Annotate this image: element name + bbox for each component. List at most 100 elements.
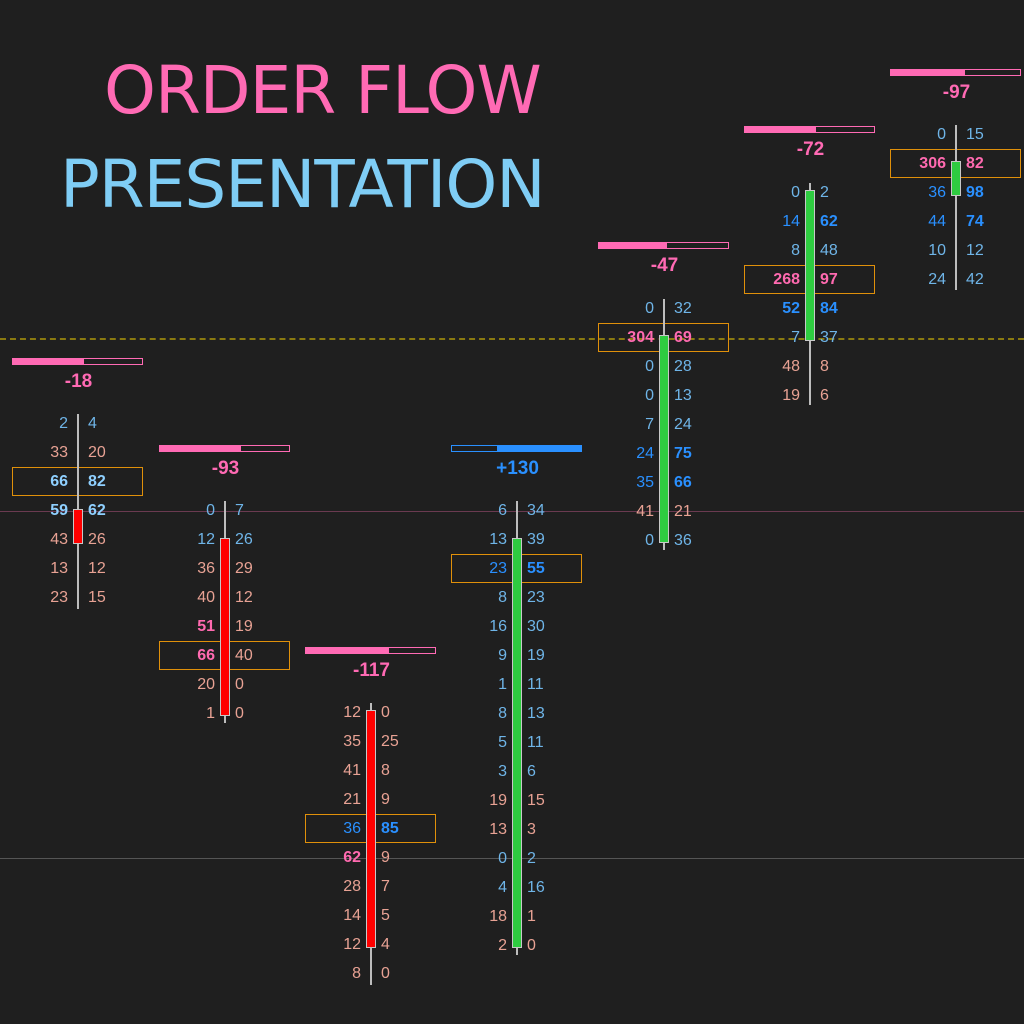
bid-volume: 14 (343, 907, 361, 924)
bid-volume: 0 (645, 387, 654, 404)
bid-volume: 268 (773, 271, 800, 288)
bid-volume: 6 (498, 502, 507, 519)
ask-volume: 9 (381, 849, 390, 866)
ask-volume: 0 (235, 676, 244, 693)
bid-volume: 8 (498, 705, 507, 722)
ask-volume: 12 (966, 242, 984, 259)
ask-volume: 15 (527, 792, 545, 809)
delta-bar-fill (306, 648, 389, 653)
ask-volume: 98 (966, 184, 984, 201)
title-line-2: PRESENTATION (60, 146, 546, 223)
bid-volume: 7 (791, 329, 800, 346)
bid-volume: 48 (782, 358, 800, 375)
ask-volume: 82 (966, 155, 984, 172)
bid-volume: 13 (50, 560, 68, 577)
ask-volume: 48 (820, 242, 838, 259)
bid-volume: 62 (343, 849, 361, 866)
delta-bar (12, 358, 143, 365)
bid-volume: 21 (343, 791, 361, 808)
ask-volume: 12 (235, 589, 253, 606)
bid-volume: 59 (50, 502, 68, 519)
ask-volume: 24 (674, 416, 692, 433)
ask-volume: 9 (381, 791, 390, 808)
bid-volume: 9 (498, 647, 507, 664)
ask-volume: 7 (235, 502, 244, 519)
bid-volume: 8 (352, 965, 361, 982)
ask-volume: 3 (527, 821, 536, 838)
bid-volume: 33 (50, 444, 68, 461)
bid-volume: 0 (645, 300, 654, 317)
bid-volume: 4 (498, 879, 507, 896)
bid-volume: 0 (206, 502, 215, 519)
candle-body (951, 161, 961, 196)
bid-volume: 0 (937, 126, 946, 143)
bid-volume: 14 (782, 213, 800, 230)
delta-label: -72 (796, 139, 825, 160)
delta-bar-fill (497, 446, 581, 451)
bid-volume: 19 (782, 387, 800, 404)
bid-volume: 35 (343, 733, 361, 750)
delta-label: +130 (496, 458, 539, 479)
ask-volume: 34 (527, 502, 545, 519)
bid-volume: 8 (791, 242, 800, 259)
ask-volume: 19 (235, 618, 253, 635)
delta-bar (744, 126, 875, 133)
delta-label: -47 (650, 255, 679, 276)
bid-volume: 2 (59, 415, 68, 432)
bid-volume: 12 (343, 936, 361, 953)
bid-volume: 52 (782, 300, 800, 317)
ask-volume: 30 (527, 618, 545, 635)
ask-volume: 15 (88, 589, 106, 606)
ask-volume: 1 (527, 908, 536, 925)
delta-label: -97 (942, 82, 971, 103)
candle-body (73, 509, 83, 544)
candle-body (805, 190, 815, 341)
bid-volume: 36 (343, 820, 361, 837)
bid-volume: 5 (498, 734, 507, 751)
bid-volume: 19 (489, 792, 507, 809)
bid-volume: 12 (197, 531, 215, 548)
delta-bar-fill (160, 446, 242, 451)
ask-volume: 42 (966, 271, 984, 288)
bid-volume: 1 (206, 705, 215, 722)
ask-volume: 69 (674, 329, 692, 346)
ask-volume: 21 (674, 503, 692, 520)
ask-volume: 5 (381, 907, 390, 924)
bid-volume: 13 (489, 821, 507, 838)
bid-volume: 66 (50, 473, 68, 490)
candle-body (366, 710, 376, 948)
bid-volume: 28 (343, 878, 361, 895)
ask-volume: 11 (527, 676, 544, 693)
ask-volume: 4 (381, 936, 390, 953)
delta-bar-fill (599, 243, 668, 248)
bid-volume: 306 (919, 155, 946, 172)
bid-volume: 23 (489, 560, 507, 577)
bid-volume: 24 (636, 445, 654, 462)
delta-bar (159, 445, 290, 452)
ask-volume: 75 (674, 445, 692, 462)
ask-volume: 26 (88, 531, 106, 548)
ask-volume: 74 (966, 213, 984, 230)
candle-body (512, 538, 522, 948)
ask-volume: 16 (527, 879, 545, 896)
bid-volume: 8 (498, 589, 507, 606)
ask-volume: 62 (820, 213, 838, 230)
ask-volume: 25 (381, 733, 399, 750)
ask-volume: 12 (88, 560, 106, 577)
ask-volume: 8 (820, 358, 829, 375)
ask-volume: 85 (381, 820, 399, 837)
candle-body (659, 335, 669, 543)
delta-bar (305, 647, 436, 654)
price-line-solid (0, 511, 1024, 512)
ask-volume: 62 (88, 502, 106, 519)
ask-volume: 2 (527, 850, 536, 867)
bid-volume: 36 (928, 184, 946, 201)
candle-body (220, 538, 230, 716)
bid-volume: 66 (197, 647, 215, 664)
delta-label: -93 (211, 458, 240, 479)
ask-volume: 39 (527, 531, 545, 548)
ask-volume: 66 (674, 474, 692, 491)
bid-volume: 16 (489, 618, 507, 635)
ask-volume: 40 (235, 647, 253, 664)
bid-volume: 44 (928, 213, 946, 230)
